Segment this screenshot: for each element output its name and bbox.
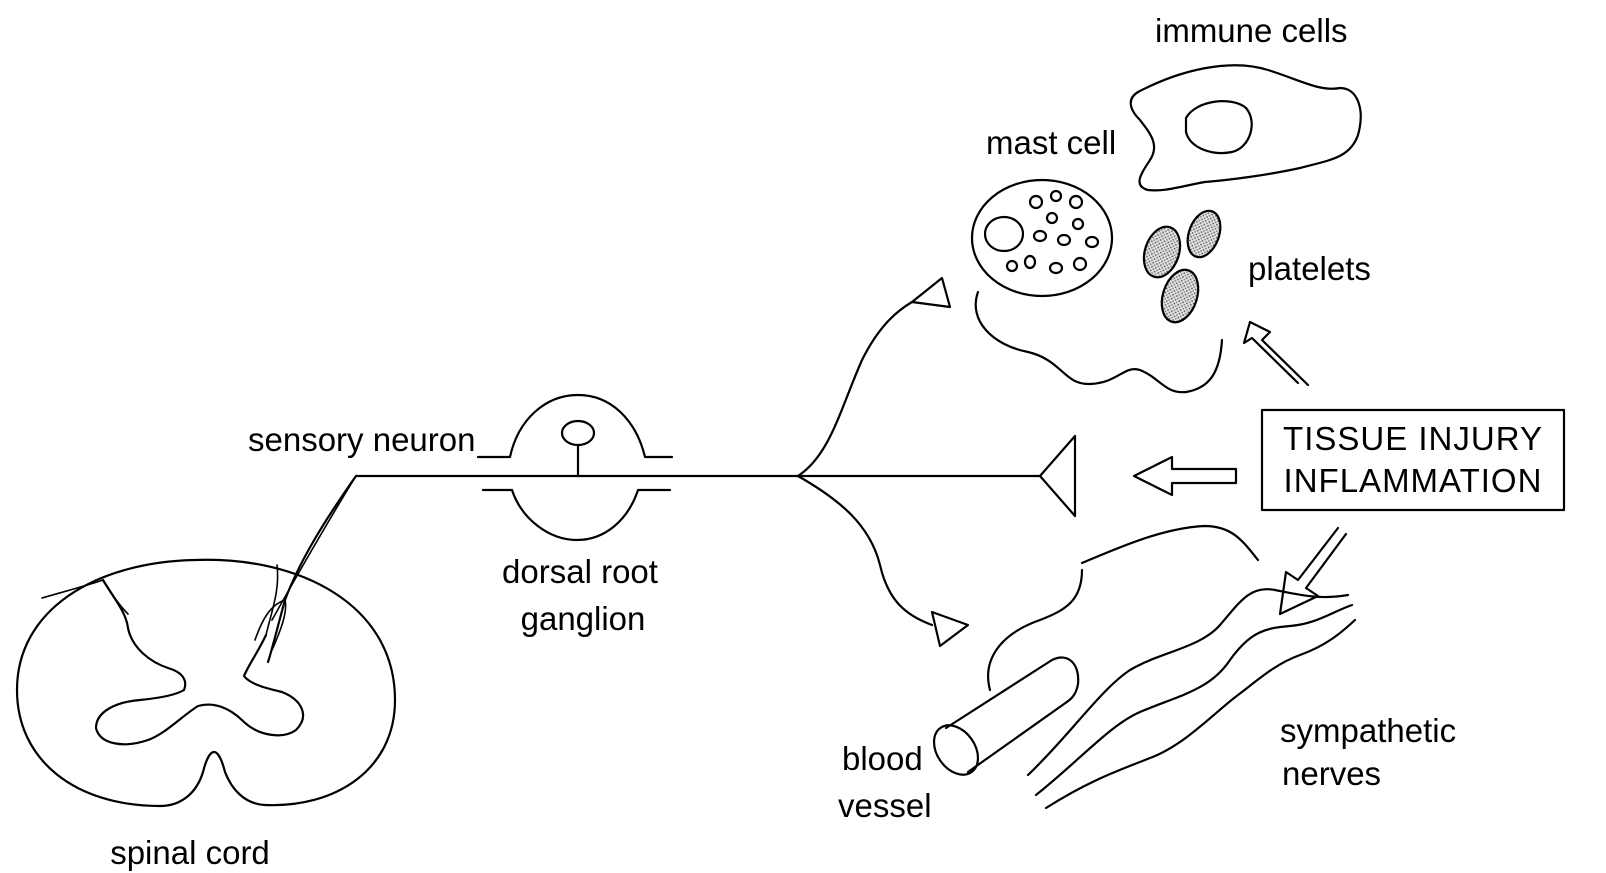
ganglion-upper <box>478 395 672 457</box>
arrow-to-nerves <box>1280 528 1346 614</box>
label-dorsal-root: dorsal root <box>502 553 658 590</box>
label-spinal-cord: spinal cord <box>110 834 270 871</box>
label-ganglion: ganglion <box>521 600 646 637</box>
tissue-outline-lower <box>1082 526 1258 563</box>
terminal-upper <box>912 278 950 307</box>
platelets <box>1138 206 1227 327</box>
mast-cell-nucleus <box>985 217 1023 251</box>
branch-lower <box>798 476 932 625</box>
injury-box-line2: INFLAMMATION <box>1284 462 1543 499</box>
terminal-lower <box>932 612 968 646</box>
label-immune-cells: immune cells <box>1155 12 1348 49</box>
terminal-middle <box>1040 436 1075 516</box>
label-vessel: vessel <box>838 787 932 824</box>
injury-box-line1: TISSUE INJURY <box>1283 420 1543 457</box>
label-sensory-neuron: sensory neuron <box>248 421 475 458</box>
dorsal-horn-left <box>42 580 128 614</box>
label-platelets: platelets <box>1248 250 1371 287</box>
spinal-cord <box>17 560 395 806</box>
label-blood: blood <box>842 740 923 777</box>
immune-cell-outline <box>1131 65 1361 190</box>
immune-cell <box>1131 65 1361 190</box>
arrow-to-platelets <box>1244 322 1308 385</box>
spinal-cord-outline <box>17 560 395 806</box>
ganglion-lower <box>483 490 670 540</box>
sensory-neuron <box>268 278 1075 662</box>
mast-cell-granules <box>1007 191 1098 273</box>
label-mast-cell: mast cell <box>986 124 1116 161</box>
ganglion-cell-body <box>562 421 594 445</box>
dorsal-horn-right <box>266 565 278 635</box>
blood-vessel <box>925 657 1078 783</box>
grey-matter-butterfly <box>96 580 303 744</box>
branch-upper <box>798 302 912 476</box>
root-entry-zone <box>255 600 286 650</box>
mast-cell <box>972 180 1112 296</box>
vessel-end <box>925 717 987 783</box>
vessel-body <box>946 657 1078 772</box>
immune-cell-nucleus <box>1186 101 1252 153</box>
arrow-to-neuron <box>1134 457 1236 495</box>
label-sympathetic: sympathetic <box>1280 712 1456 749</box>
injury-box: TISSUE INJURY INFLAMMATION <box>1262 410 1564 510</box>
platelet-2 <box>1182 206 1227 261</box>
label-nerves: nerves <box>1282 755 1381 792</box>
